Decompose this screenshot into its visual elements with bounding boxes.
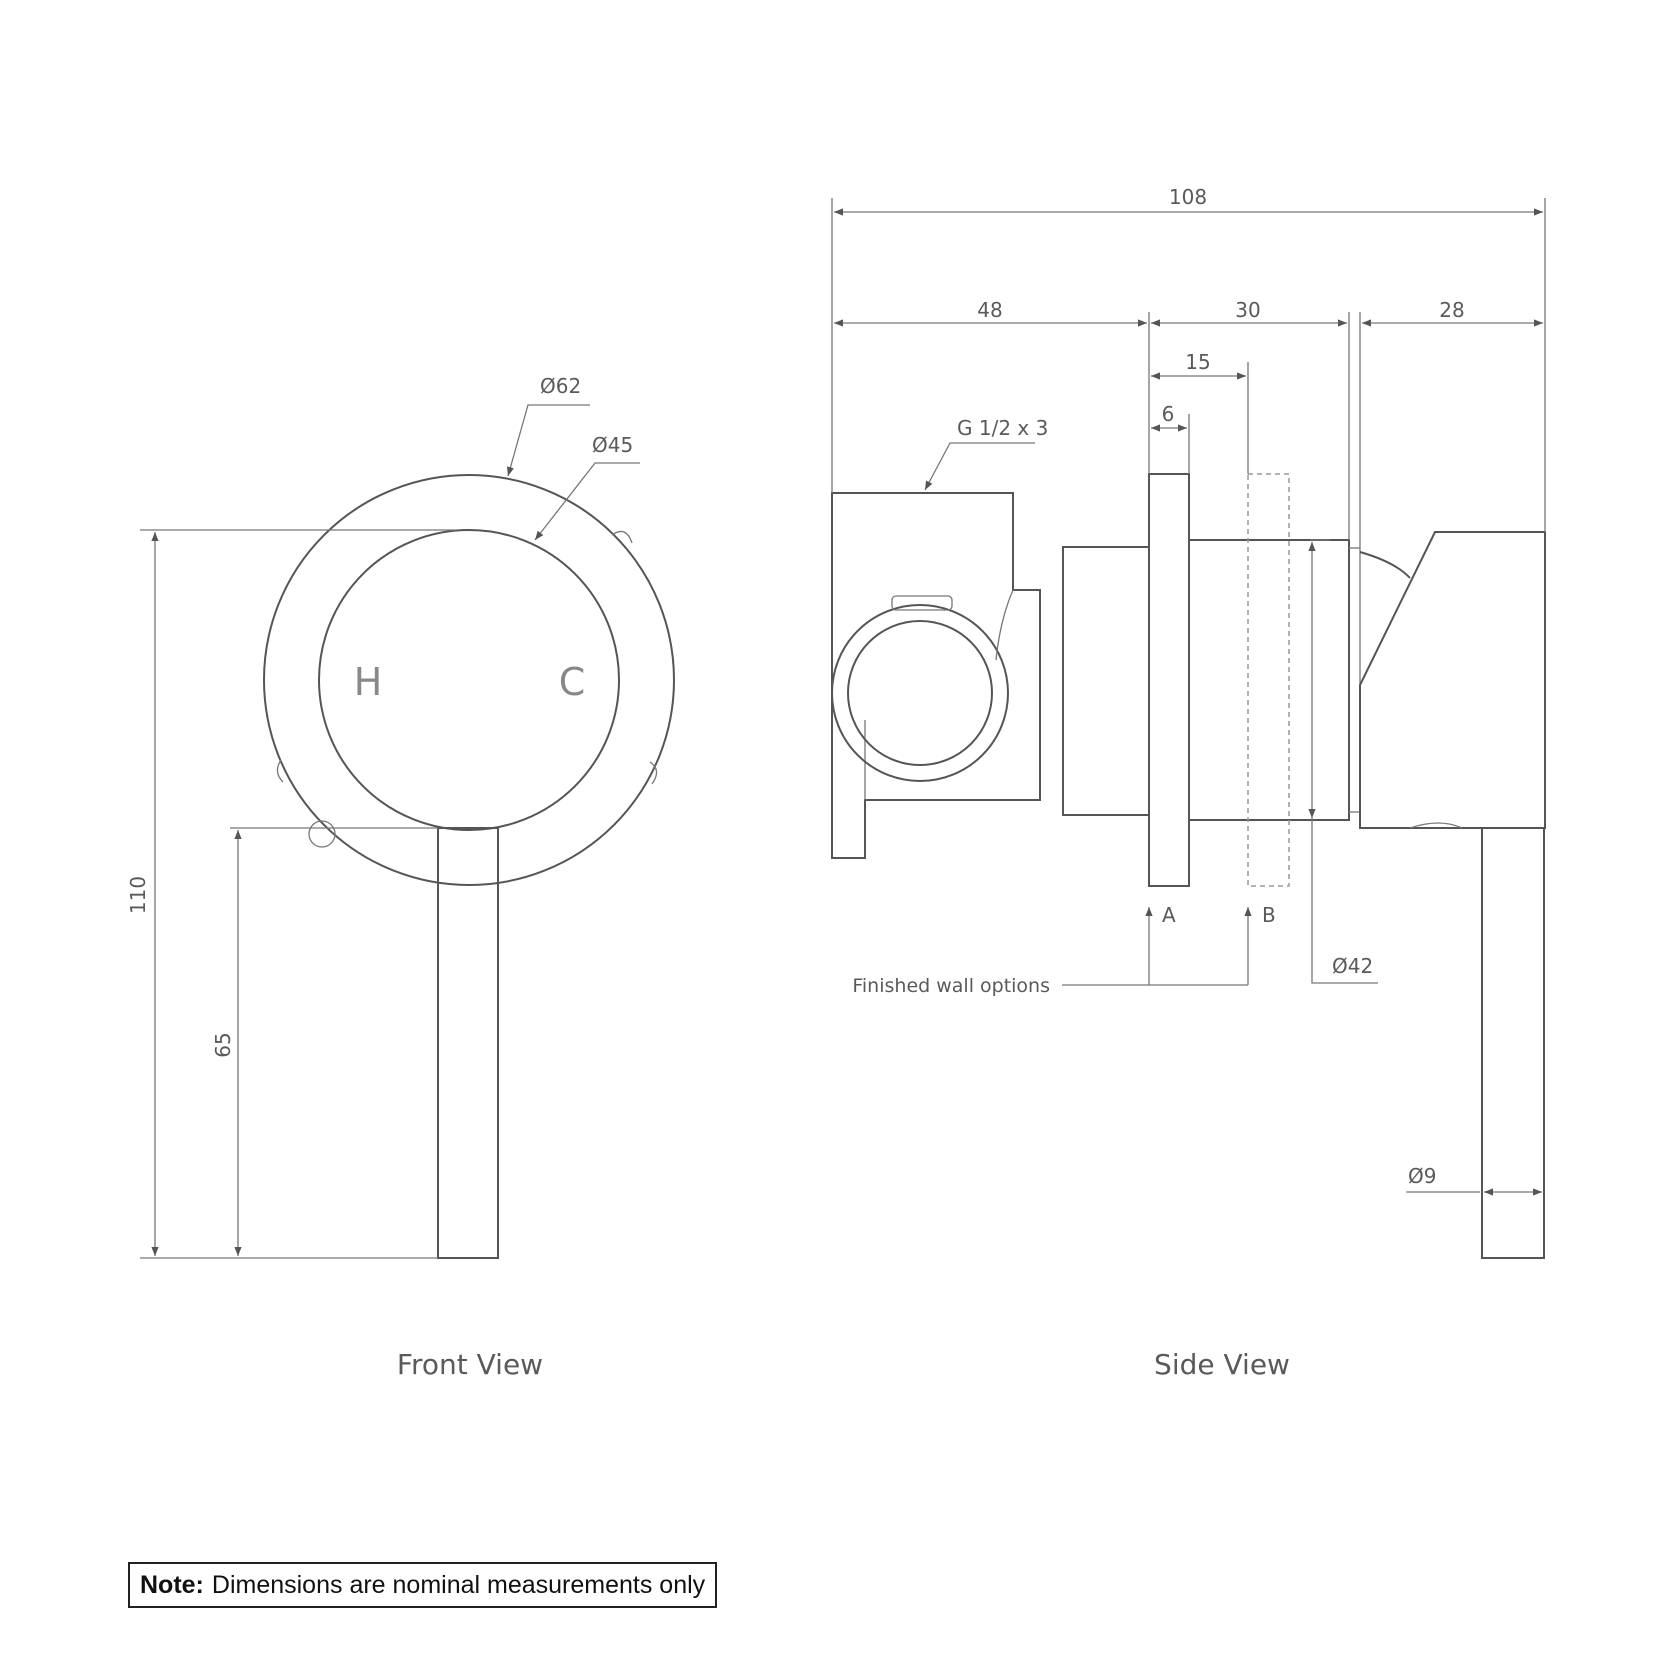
note-label: Note: bbox=[140, 1570, 204, 1599]
lever-head bbox=[1359, 531, 1546, 829]
cold-label: C bbox=[559, 660, 586, 704]
wall-option-a: A bbox=[1162, 903, 1176, 927]
dim-sleeve-diameter: Ø42 bbox=[1332, 954, 1373, 978]
note-box: Note: Dimensions are nominal measurement… bbox=[128, 1562, 718, 1608]
cover-plate bbox=[263, 474, 675, 886]
dim-15: 15 bbox=[1185, 350, 1210, 374]
dim-handle-diameter: Ø45 bbox=[592, 433, 633, 457]
valve-body bbox=[831, 492, 1041, 859]
wall-flange-b bbox=[1247, 473, 1290, 887]
dim-total-height: 110 bbox=[126, 876, 150, 914]
plate-lug bbox=[611, 530, 633, 544]
front-view-caption: Front View bbox=[397, 1348, 543, 1381]
finished-wall-label: Finished wall options bbox=[852, 975, 1050, 997]
dim-lever-diameter: Ø9 bbox=[1408, 1164, 1436, 1188]
inlet-ring-outer bbox=[831, 604, 1009, 782]
dim-overall: 108 bbox=[1169, 185, 1207, 209]
dim-middle: 30 bbox=[1235, 298, 1260, 322]
handle-side-profile bbox=[1359, 551, 1411, 579]
spindle-housing bbox=[1062, 546, 1150, 816]
plate-lug bbox=[649, 761, 658, 785]
front-view: H C 110 65 Ø62 Ø45 Front View bbox=[126, 374, 675, 1381]
note-text: Dimensions are nominal measurements only bbox=[211, 1570, 706, 1599]
side-view-caption: Side View bbox=[1154, 1348, 1290, 1381]
inlet-ring-inner bbox=[847, 620, 993, 766]
lever bbox=[437, 827, 499, 1259]
dim-plate-diameter: Ø62 bbox=[540, 374, 581, 398]
side-lever bbox=[1481, 827, 1545, 1259]
wall-option-b: B bbox=[1262, 903, 1276, 927]
inlet-nub bbox=[891, 595, 953, 611]
plate-screw bbox=[308, 820, 336, 848]
side-view: 108 48 30 28 15 6 G 1/2 x 3 A B Finished… bbox=[831, 185, 1546, 1381]
dim-body: 48 bbox=[977, 298, 1002, 322]
plate-lug bbox=[276, 759, 284, 783]
hot-label: H bbox=[354, 660, 383, 704]
sleeve bbox=[1188, 539, 1350, 821]
dim-6: 6 bbox=[1162, 402, 1175, 426]
handle-hub bbox=[318, 529, 620, 831]
leader-handle-diameter bbox=[534, 462, 640, 541]
dim-lever-height: 65 bbox=[211, 1032, 235, 1057]
leader-plate-diameter bbox=[506, 404, 590, 477]
leader-thread bbox=[924, 442, 1035, 491]
wall-flange-a bbox=[1148, 473, 1190, 887]
dim-lever-depth: 28 bbox=[1439, 298, 1464, 322]
thread-label: G 1/2 x 3 bbox=[957, 416, 1048, 440]
